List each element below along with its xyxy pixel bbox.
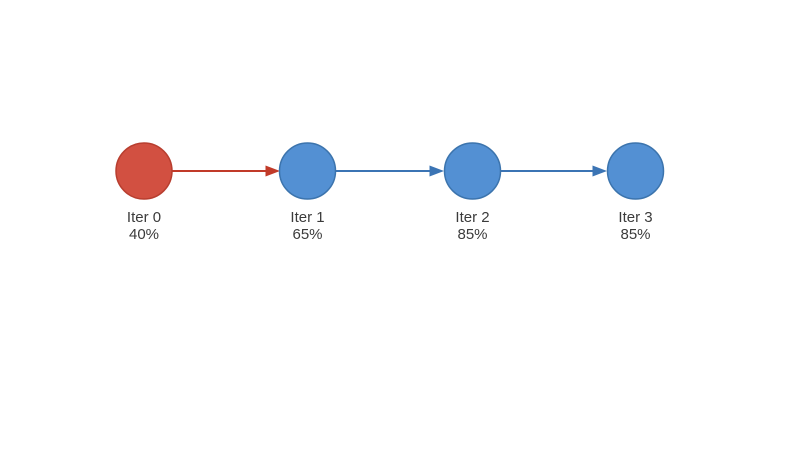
edge-iter1-to-iter2 xyxy=(335,165,444,177)
edge-iter0-to-iter1 xyxy=(172,165,280,177)
edge-iter2-to-iter3 xyxy=(500,165,607,177)
node-label: Iter 1 xyxy=(290,209,324,226)
arrowhead-icon xyxy=(429,165,444,177)
node-value: 40% xyxy=(129,226,159,243)
node-circle-iter-0 xyxy=(115,142,173,200)
node-value: 85% xyxy=(457,226,487,243)
node-iter-2: Iter 2 85% xyxy=(443,142,502,243)
node-label: Iter 0 xyxy=(127,209,161,226)
arrowhead-icon xyxy=(592,165,607,177)
node-iter-1: Iter 1 65% xyxy=(278,142,337,243)
node-circle-iter-2 xyxy=(443,142,502,200)
node-iter-0: Iter 0 40% xyxy=(115,142,173,243)
arrowhead-icon xyxy=(265,165,280,177)
node-label: Iter 3 xyxy=(618,209,652,226)
node-iter-3: Iter 3 85% xyxy=(606,142,665,243)
node-circle-iter-3 xyxy=(606,142,665,200)
node-circle-iter-1 xyxy=(278,142,337,200)
node-value: 65% xyxy=(292,226,322,243)
node-label: Iter 2 xyxy=(455,209,489,226)
node-value: 85% xyxy=(620,226,650,243)
